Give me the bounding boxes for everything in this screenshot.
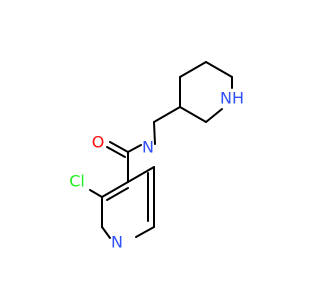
bond: [205, 108, 223, 123]
bond: [106, 146, 126, 158]
bond: [106, 187, 129, 201]
oxygen-label: O: [92, 133, 105, 152]
bond: [153, 121, 156, 145]
bond: [127, 144, 142, 153]
chlorine-label: Cl: [69, 172, 85, 191]
bond: [179, 106, 207, 123]
bond: [205, 61, 233, 78]
molecule-structure: O N NH Cl N: [69, 61, 244, 252]
bonds: [89, 61, 233, 239]
pyridine-nitrogen-label: N: [111, 233, 123, 252]
atom-labels: O N NH Cl N: [69, 89, 244, 252]
piperidine-nh-label: NH: [220, 89, 244, 108]
bond: [135, 226, 155, 238]
bond: [101, 181, 129, 198]
bond: [179, 61, 207, 78]
bond: [89, 189, 103, 198]
bond: [109, 141, 129, 153]
bond: [153, 106, 181, 123]
bond: [101, 226, 111, 239]
amide-nitrogen-label: N: [142, 138, 154, 157]
bond: [127, 166, 155, 183]
